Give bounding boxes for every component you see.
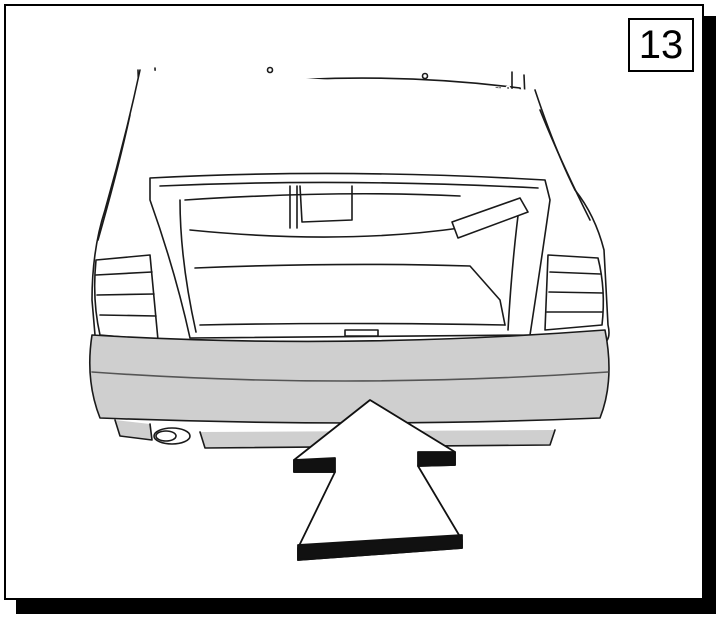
tail-light-left bbox=[93, 254, 159, 341]
exhaust-pipe-icon bbox=[153, 427, 191, 445]
trunk-side-panel bbox=[451, 197, 529, 239]
trunk-opening bbox=[149, 172, 551, 339]
tail-light-right bbox=[544, 254, 605, 331]
push-arrow-icon bbox=[293, 399, 463, 561]
rear-bumper bbox=[88, 329, 610, 449]
step-number-badge: 13 bbox=[628, 18, 694, 72]
step-number: 13 bbox=[638, 23, 684, 67]
